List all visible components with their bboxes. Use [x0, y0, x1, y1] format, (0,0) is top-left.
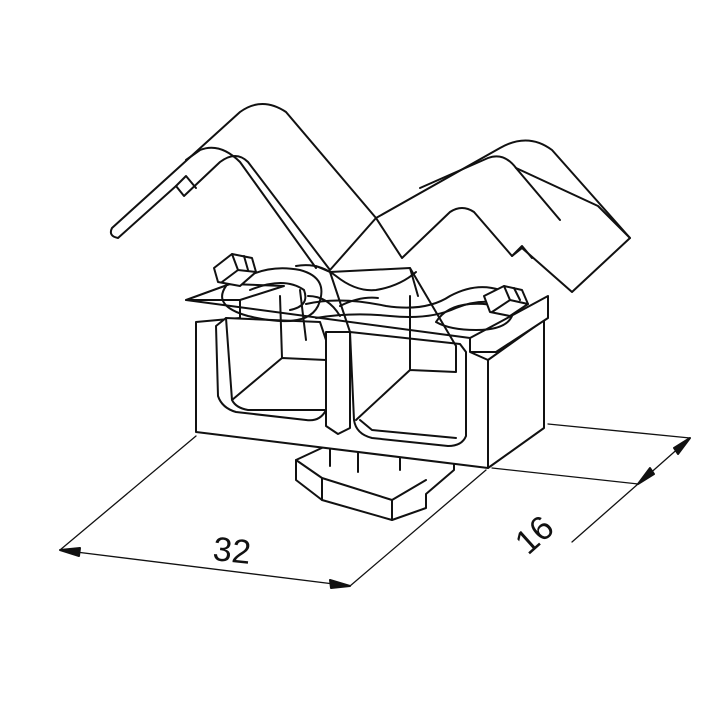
left-arm-slot — [175, 175, 197, 189]
left-cavity — [215, 317, 327, 422]
right-cavity-back — [359, 419, 457, 439]
depth-extension-top — [547, 423, 691, 439]
cable-left-down — [307, 295, 379, 317]
center-divider — [325, 331, 351, 435]
width-arrow-right — [329, 579, 351, 589]
left-cable-clip-detail — [221, 253, 257, 283]
depth-dimension-label: 16 — [508, 508, 562, 562]
right-cable-clip-detail — [491, 285, 529, 313]
depth-arrow-bottom — [637, 467, 655, 485]
cable-loop — [213, 253, 529, 331]
right-arm — [375, 139, 631, 293]
width-dimension: 32 — [59, 435, 487, 589]
left-arm — [109, 103, 377, 271]
slot-nut-edge — [295, 459, 427, 521]
width-dimension-label: 32 — [211, 530, 253, 572]
width-extension-right — [349, 469, 487, 587]
right-arm-slot — [511, 245, 533, 259]
depth-extension-bottom — [491, 467, 639, 485]
top-left-tab — [185, 283, 285, 301]
width-extension-left — [59, 435, 197, 551]
cable-cross — [305, 286, 501, 309]
cable-inner — [249, 282, 307, 311]
depth-arrow-top — [673, 437, 691, 455]
cable-cross-2 — [315, 300, 505, 319]
right-cavity — [349, 331, 467, 447]
left-arm-inner-edge — [185, 146, 317, 269]
cable-outer — [221, 267, 323, 323]
cable-right-loop — [435, 302, 513, 331]
cable-upper-cross — [295, 264, 417, 292]
width-arrow-left — [59, 547, 81, 557]
holder-arms — [109, 103, 631, 293]
left-cable-clip — [213, 253, 257, 287]
width-dimension-line — [59, 549, 351, 587]
depth-dimension-leader — [571, 483, 639, 543]
left-cavity-top — [279, 289, 307, 359]
right-arm-fold — [515, 167, 631, 239]
